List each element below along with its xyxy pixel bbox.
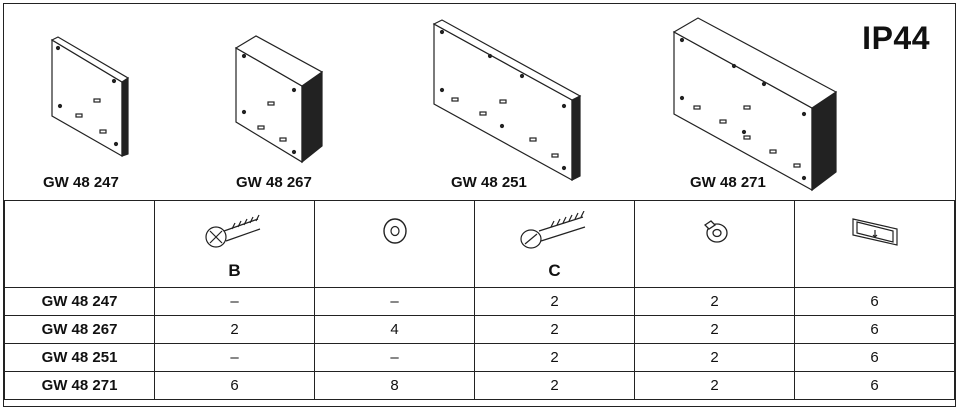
screw-icon [519,211,585,249]
enclosure-48-271-drawing [672,17,838,192]
qty-cell: 2 [474,371,635,400]
screw-letter-b: B [228,261,241,280]
header-cable-clip [634,200,795,288]
header-label-plate [794,200,955,288]
qty-cell: – [154,287,315,316]
label-plate-icon [851,218,898,246]
enclosure-48-267-drawing [234,35,324,164]
row-model: GW 48 271 [4,371,155,400]
model-label-48-271: GW 48 271 [690,174,766,191]
qty-cell: 2 [634,371,795,400]
qty-cell: 4 [314,315,475,344]
qty-cell: 6 [794,287,955,316]
qty-cell: 6 [794,371,955,400]
row-model: GW 48 267 [4,315,155,344]
qty-cell: 2 [634,287,795,316]
table-row: GW 48 267 2 4 2 2 6 [4,315,955,344]
screw-icon [204,214,260,248]
model-label-48-267: GW 48 267 [236,174,312,191]
header-screw-b: B [154,200,315,288]
table-row: GW 48 247 – – 2 2 6 [4,287,955,316]
qty-cell: 2 [634,315,795,344]
enclosure-drawings [50,17,838,192]
qty-cell: 6 [794,315,955,344]
qty-cell: – [314,287,475,316]
row-model: GW 48 251 [4,343,155,372]
model-label-48-247: GW 48 247 [43,174,119,191]
product-sheet: IP44 GW 48 247 GW 48 267 GW 48 251 GW 48… [3,3,956,407]
qty-cell: – [154,343,315,372]
accessories-table: B C [4,200,955,400]
model-label-48-251: GW 48 251 [451,174,527,191]
table-header-row: B C [4,200,955,288]
enclosure-48-251-drawing [432,19,582,182]
header-washer [314,200,475,288]
qty-cell: 2 [154,315,315,344]
washer-icon [382,218,407,244]
screw-letter-c: C [548,261,561,280]
ip-rating-badge: IP44 [862,20,930,56]
qty-cell: – [314,343,475,372]
qty-cell: 6 [154,371,315,400]
qty-cell: 6 [794,343,955,372]
qty-cell: 8 [314,371,475,400]
qty-cell: 2 [634,343,795,372]
table-row: GW 48 251 – – 2 2 6 [4,343,955,372]
qty-cell: 2 [474,287,635,316]
enclosure-48-247-drawing [50,36,130,158]
table-row: GW 48 271 6 8 2 2 6 [4,371,955,400]
header-empty-cell [4,200,155,288]
product-illustrations: IP44 GW 48 247 GW 48 267 GW 48 251 GW 48… [4,4,954,201]
qty-cell: 2 [474,343,635,372]
qty-cell: 2 [474,315,635,344]
cable-clip-icon [703,220,728,243]
header-screw-c: C [474,200,635,288]
row-model: GW 48 247 [4,287,155,316]
